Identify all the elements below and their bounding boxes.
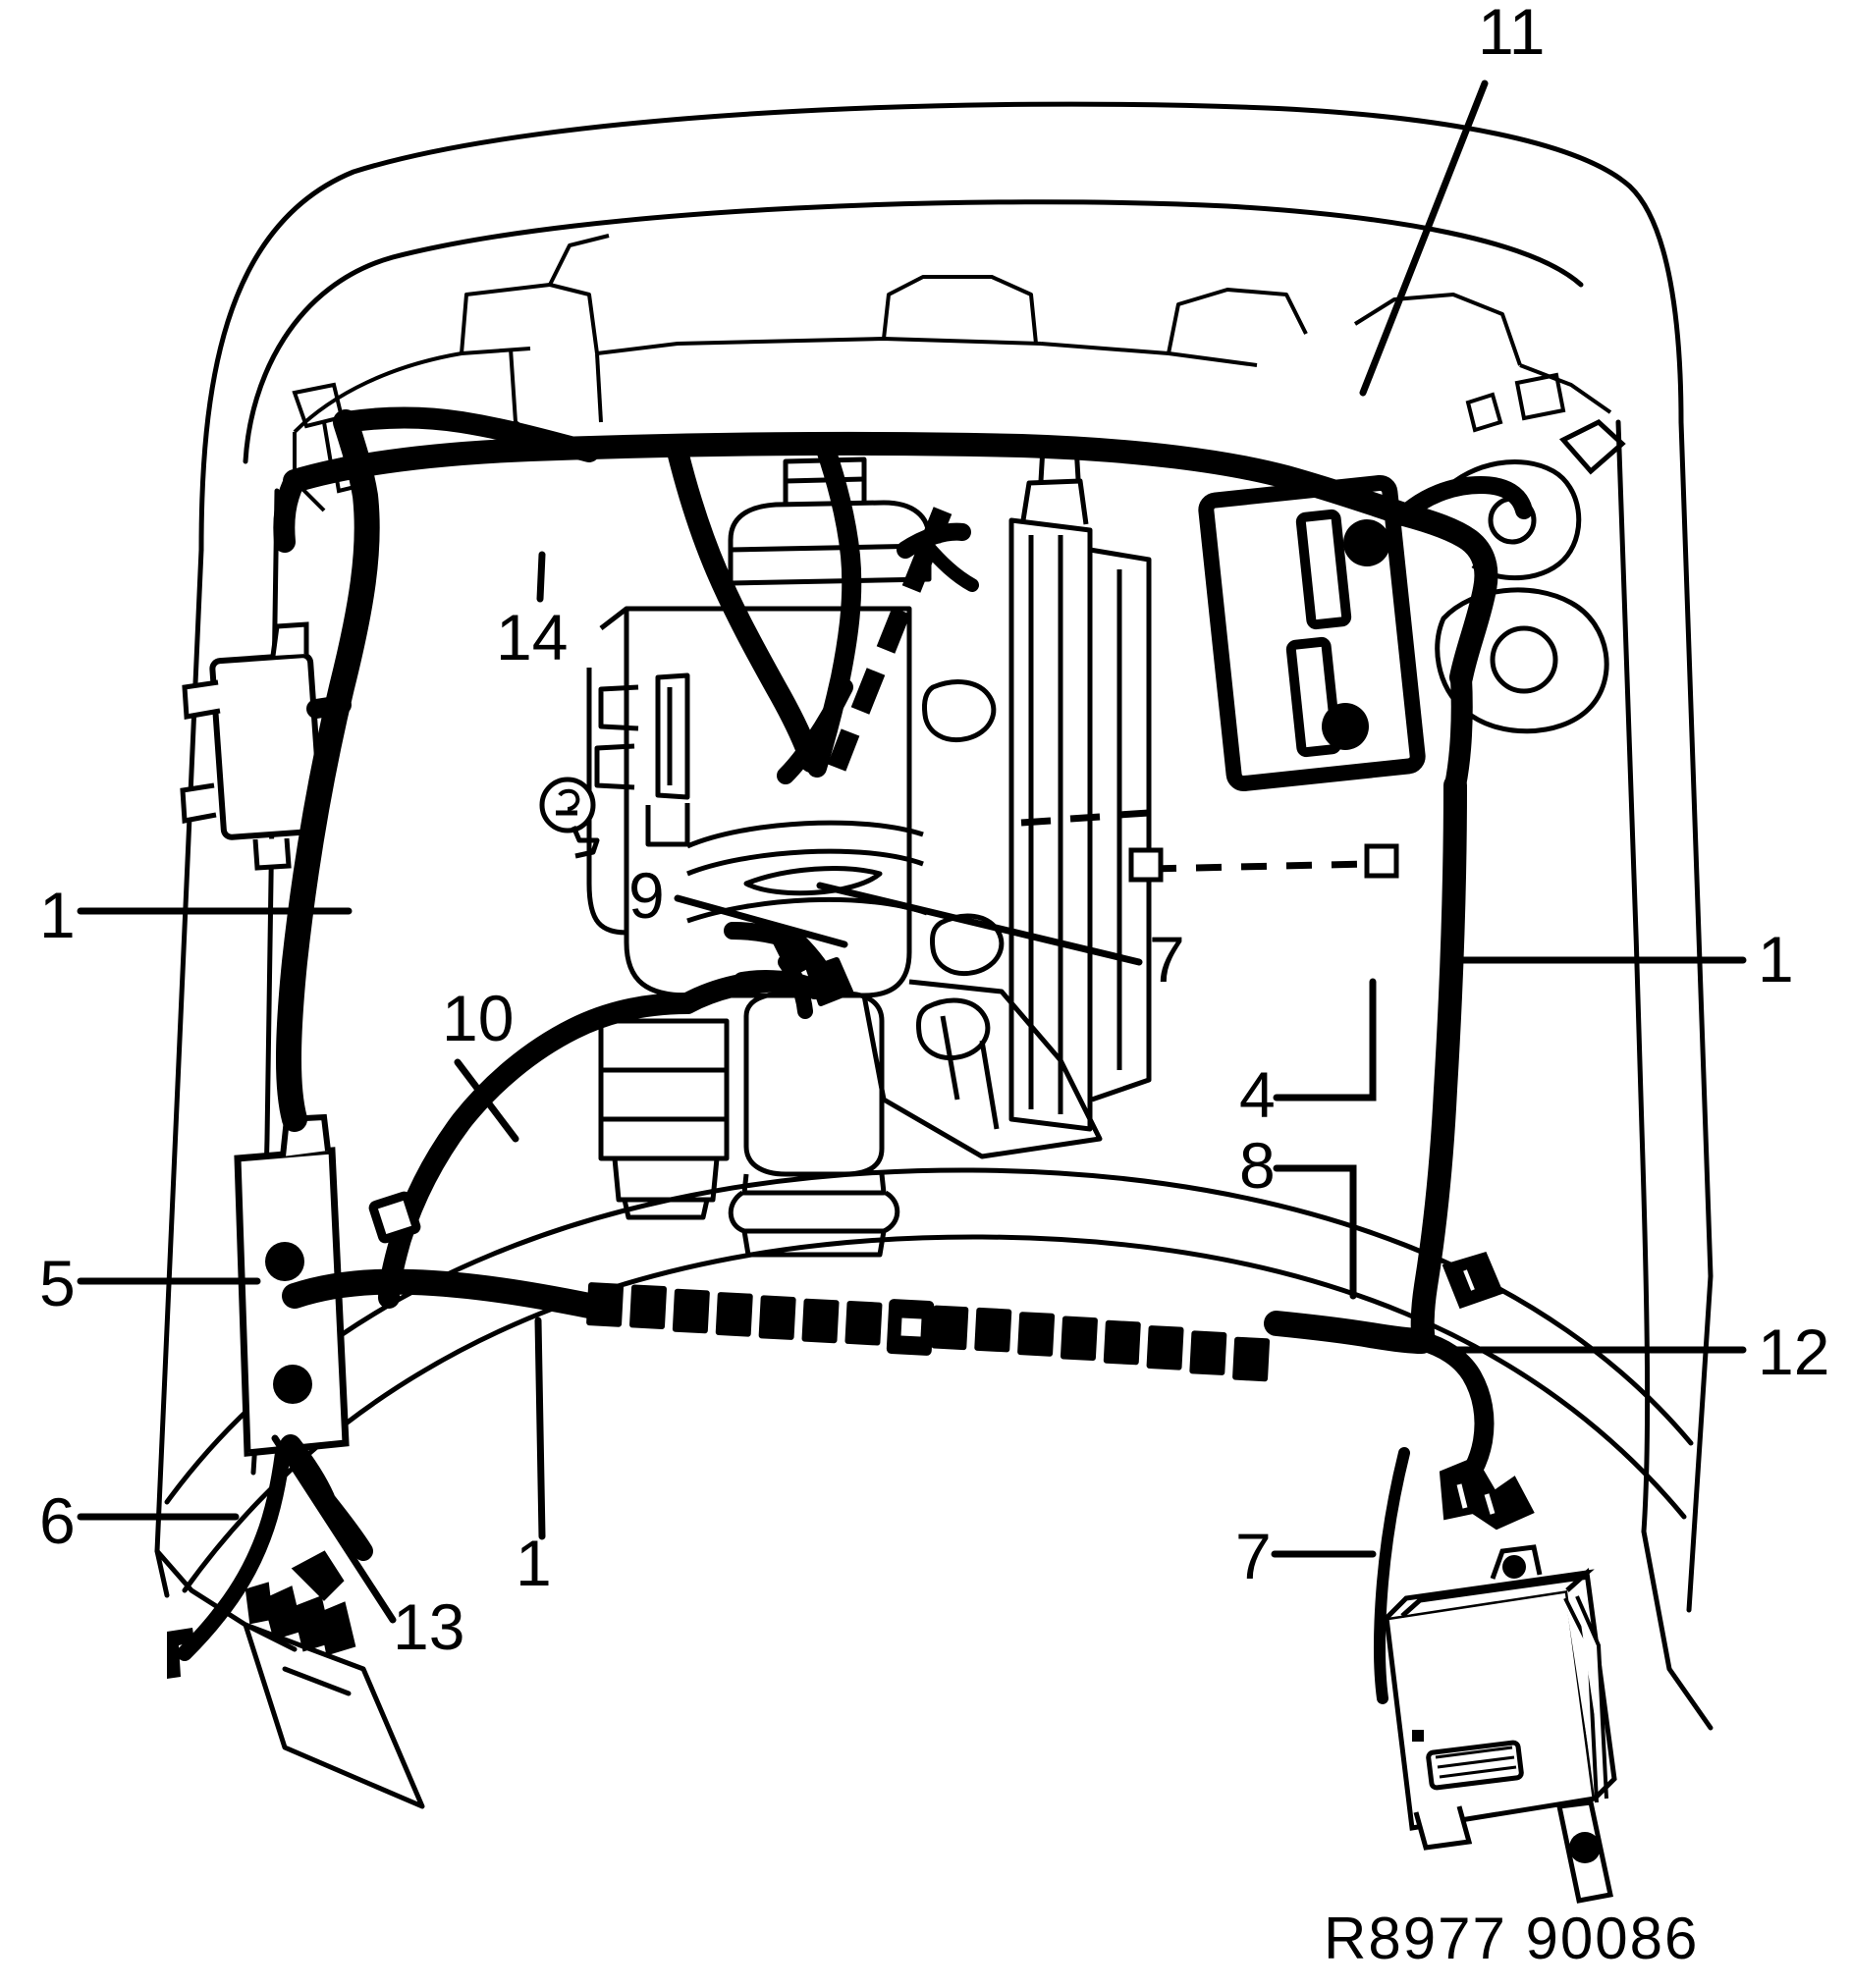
battery-relay-box <box>1198 474 1426 792</box>
left-terminal-tab <box>167 1628 194 1679</box>
ecu-mount-hole <box>1502 1555 1526 1579</box>
leader-line-11 <box>1359 80 1489 397</box>
harness-clip-item10 <box>368 1191 421 1244</box>
callout-number-c8: 8 <box>1239 1129 1276 1202</box>
right-wing-details <box>1435 418 1626 734</box>
harness-left-stub <box>273 470 305 553</box>
leader-line-1 <box>534 1316 546 1540</box>
left-relay-block <box>180 621 325 871</box>
oil-filler-cap-symbol <box>539 777 596 833</box>
callout-number-c1_left: 1 <box>39 879 76 951</box>
harness-lower-rail-left <box>282 1268 602 1318</box>
harness-clip-item12 <box>1442 1251 1504 1310</box>
leader-line-7 <box>816 882 1143 966</box>
harness-connector-a <box>773 930 818 977</box>
figure-caption: R8977 90086 <box>1324 1906 1699 1971</box>
battery-slot-upper <box>1295 509 1352 630</box>
relay-tab-upper-left <box>182 679 221 720</box>
harness-coolant-stub <box>897 522 971 559</box>
leader-line-4 <box>1273 978 1377 1101</box>
ecu-bracket-hole <box>1569 1832 1601 1863</box>
harness-item13-run <box>314 1488 373 1561</box>
leader-line-10 <box>454 1058 519 1143</box>
callout-number-c10: 10 <box>442 982 514 1054</box>
leader-line-8 <box>1273 1164 1357 1300</box>
harness-coolant-stub-b <box>920 539 979 592</box>
leader-line-14 <box>536 551 546 603</box>
harness-top-crossmember <box>283 431 1416 526</box>
ecu-module <box>1384 1544 1617 1904</box>
fuse-box-hole-upper <box>265 1242 304 1281</box>
callout-leader-lines <box>77 80 1747 1624</box>
callout-number-c1_bot: 1 <box>516 1527 552 1599</box>
callout-number-c7_mid: 7 <box>1149 923 1185 995</box>
callout-number-c13: 13 <box>393 1590 464 1663</box>
leader-line-13 <box>271 1434 397 1624</box>
leader-line-9 <box>674 894 848 948</box>
battery-terminal-positive <box>1343 519 1390 566</box>
relay-body <box>209 652 325 840</box>
callout-labels: 11 14 1 9 7 1 10 48 5 12 6 7 1 13 <box>39 0 1829 1663</box>
conduit-marker-window <box>900 1317 922 1337</box>
harness-to-ecu <box>1374 1447 1410 1704</box>
relay-tab-top <box>270 621 309 657</box>
relay-tab-bottom <box>252 837 292 871</box>
ecu-top-edge <box>1400 1574 1590 1618</box>
engine-block <box>539 443 1152 1258</box>
callout-number-c5: 5 <box>39 1247 76 1319</box>
callout-number-c11: 11 <box>1478 0 1546 68</box>
dashed-route-line <box>1150 860 1368 873</box>
ribbed-harness-conduit <box>586 1282 1271 1382</box>
harness-item10-run <box>378 993 698 1309</box>
harness-battery-post <box>1444 667 1473 796</box>
harness-item6-wire <box>177 1445 291 1661</box>
bulkhead-connector <box>1439 1456 1535 1531</box>
left-multipin-connector <box>245 1550 356 1656</box>
connector-square-right <box>1364 843 1399 879</box>
callout-number-c12: 12 <box>1758 1316 1829 1388</box>
ecu-face <box>1384 1587 1598 1831</box>
callout-number-c9: 9 <box>628 859 665 932</box>
route-connector-squares <box>1128 843 1399 883</box>
callout-number-c4: 4 <box>1239 1058 1276 1131</box>
battery-terminal-negative <box>1322 703 1369 750</box>
harness-engine-branch-a <box>667 441 822 773</box>
wiring-harness <box>177 406 1533 1704</box>
relay-tab-lower-left <box>180 782 217 824</box>
harness-lower-rail-right <box>1264 1311 1435 1354</box>
callout-number-c7_br: 7 <box>1235 1520 1272 1592</box>
vehicle-body-outline <box>154 101 1714 1809</box>
harness-relay-feed <box>306 695 352 719</box>
ecu-foot-left <box>1413 1805 1473 1851</box>
harness-connector-b <box>806 957 853 1006</box>
connector-square-left <box>1128 847 1164 883</box>
harness-battery-feed <box>1392 503 1498 689</box>
harness-right-hook <box>1395 476 1533 523</box>
harness-to-label9 <box>777 678 853 784</box>
harness-right-vertical <box>1410 774 1467 1353</box>
ecu-indicator <box>1412 1730 1424 1742</box>
callout-number-c1_right: 1 <box>1758 923 1794 995</box>
callout-number-c14: 14 <box>496 601 568 673</box>
callout-number-c6: 6 <box>39 1484 76 1557</box>
fuse-box-hole-lower <box>273 1365 312 1404</box>
